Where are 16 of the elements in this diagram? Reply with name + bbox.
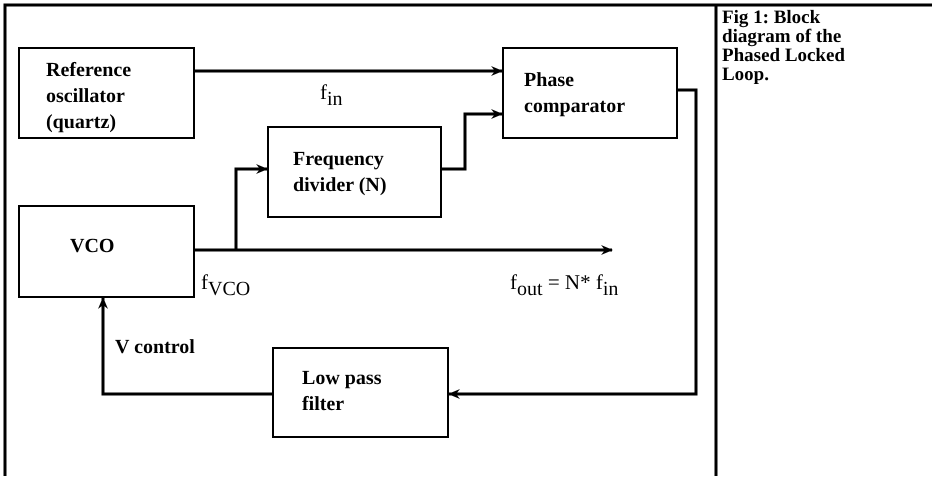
arrow xyxy=(195,245,613,255)
box-label: Frequency divider (N) xyxy=(293,147,388,198)
process-box xyxy=(267,126,442,218)
process-box xyxy=(272,347,449,438)
process-box xyxy=(502,47,678,139)
caption: Fig 1: Block diagram of the Phased Locked Loop. xyxy=(722,8,846,84)
arrow xyxy=(442,109,503,170)
process-box xyxy=(18,205,195,298)
box-label: Reference oscillator (quartz) xyxy=(46,58,132,135)
box-label: Phase comparator xyxy=(524,68,626,119)
process-box xyxy=(18,47,195,139)
arrow xyxy=(98,297,272,396)
box-label: VCO xyxy=(70,234,116,259)
arrow xyxy=(448,88,698,399)
box-label: Low pass filter xyxy=(302,366,382,417)
arrow xyxy=(195,66,503,76)
